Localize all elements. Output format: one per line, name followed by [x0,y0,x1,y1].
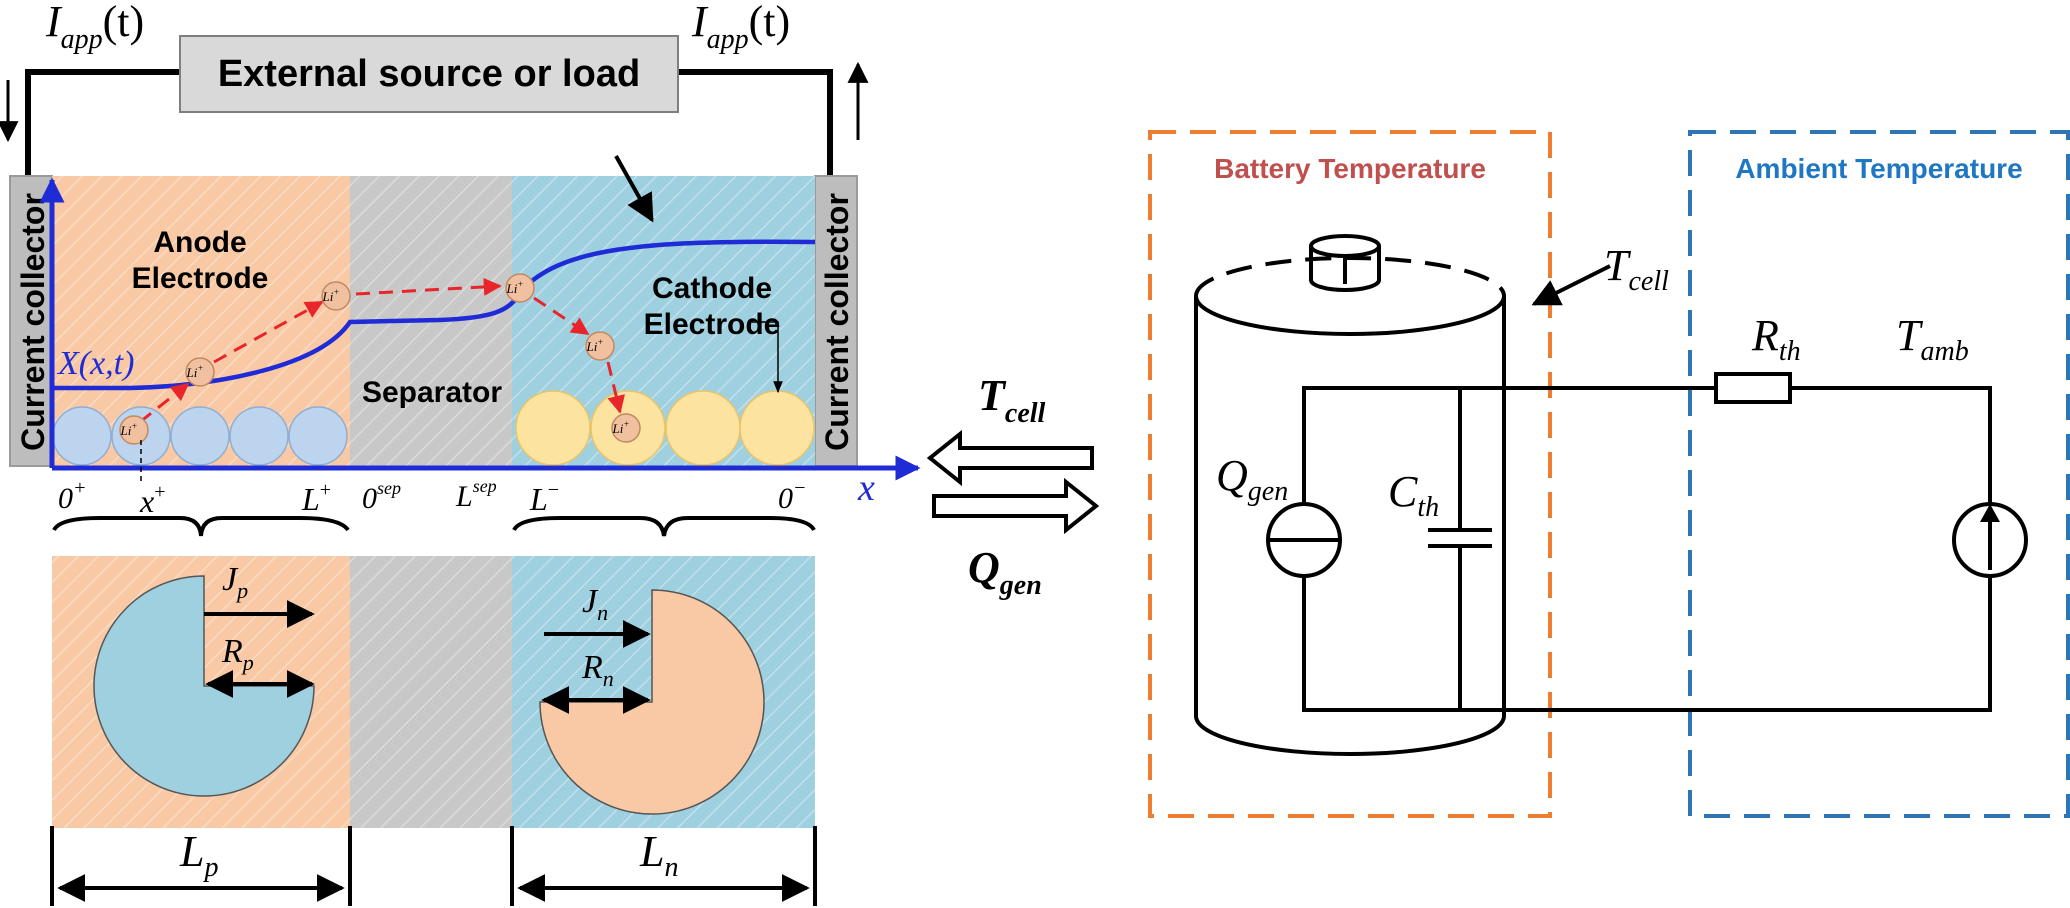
svg-text:Li+: Li+ [586,337,604,354]
svg-text:Li+: Li+ [120,421,138,438]
anode-particle [229,406,289,466]
svg-text:Li+: Li+ [612,419,630,436]
current-collector-right-label: Current collector [819,193,855,451]
thermal-circuit: Battery Temperature Ambient Temperature … [1148,130,2070,818]
tick-0sep: 0sep [362,478,401,515]
anode-brace [52,516,350,537]
li-ion: Li+ [185,357,215,387]
cathode-spherical-particle [539,589,765,815]
coupling-arrows: Tcell Qgen [926,371,1100,601]
li-ion: Li+ [119,415,149,445]
cathode-label-2: Electrode [644,308,781,341]
ambient-temperature-label: Ambient Temperature [1735,153,2022,184]
concentration-label: X(x,t) [56,345,134,382]
cathode-particle [739,390,815,466]
cth-label: Cth [1388,467,1439,523]
tamb-label: Tamb [1896,311,1969,367]
anode-spherical-particle [93,575,315,797]
li-ion: Li+ [321,281,351,311]
x-axis-label: x [857,467,875,509]
svg-text:Li+: Li+ [322,287,340,304]
battery-cell-icon [1194,234,1506,756]
tcell-pointer [1531,264,1611,306]
external-wire-right [678,69,833,176]
qgen-hollow-arrow [932,477,1100,535]
battery-temperature-label: Battery Temperature [1214,153,1486,184]
anode-particles [52,406,348,466]
iapp-left-label: Iapp(t) [45,0,144,55]
anode-label-2: Electrode [132,262,269,295]
tick-Lsep: Lsep [455,476,497,513]
thermal-resistor [1714,372,1792,404]
anode-label: Anode [153,226,246,259]
cathode-label: Cathode [652,272,772,305]
tick-0plus: 0+ [58,477,87,515]
cathode-particle [515,390,591,466]
ion-paths [139,277,625,424]
external-wire [25,69,180,176]
cathode-particle [665,390,741,466]
cathode-brace [512,516,816,537]
qgen-coupling-label: Qgen [968,543,1042,601]
li-ion: Li+ [585,331,615,361]
ln-label: Ln [639,827,678,883]
external-source-label: External source or load [218,53,640,95]
external-source-box [179,35,679,113]
lithium-ions: Li+ Li+ Li+ Li+ Li+ Li+ [119,273,641,445]
lp-label: Lp [179,827,218,883]
pointer-arrow [614,155,654,223]
battery-temperature-box [1148,130,1552,818]
anode-particle [288,406,348,466]
current-collector-left-label: Current collector [15,193,51,451]
jn-label: Jn [582,583,608,625]
tick-xplus: x+ [139,481,165,519]
rth-label: Rth [1751,311,1801,367]
li-ion: Li+ [505,273,535,303]
li-ion: Li+ [611,413,641,443]
tcell-hollow-arrow [926,429,1094,487]
concentration-curve [52,239,816,391]
tcell-coupling-label: Tcell [978,371,1046,429]
thermal-capacitor [1428,528,1492,548]
rn-label: Rn [581,649,614,691]
current-collector-left [9,175,53,467]
heat-source-qgen [1266,502,1342,578]
qgen-label: Qgen [1216,451,1288,507]
rp-label: Rp [221,633,254,675]
iapp-right-label: Iapp(t) [691,0,790,55]
cell-schematic: External source or load Iapp(t) Iapp(t) … [0,0,921,906]
cathode-particle-pointer [752,321,783,394]
separator-label: Separator [362,376,502,409]
svg-text:Li+: Li+ [506,279,524,296]
tick-0minus: 0− [778,477,807,515]
tick-Lminus: L− [529,479,559,517]
tick-Lplus: L+ [301,479,331,517]
tcell-label: Tcell [1604,241,1669,297]
jp-label: Jp [222,561,248,603]
anode-particle [52,406,112,466]
anode-particle [170,406,230,466]
svg-text:Li+: Li+ [186,363,204,380]
circuit-wires [1302,386,1992,712]
ambient-temperature-box [1688,130,2070,818]
ambient-temperature-source [1952,502,2028,578]
